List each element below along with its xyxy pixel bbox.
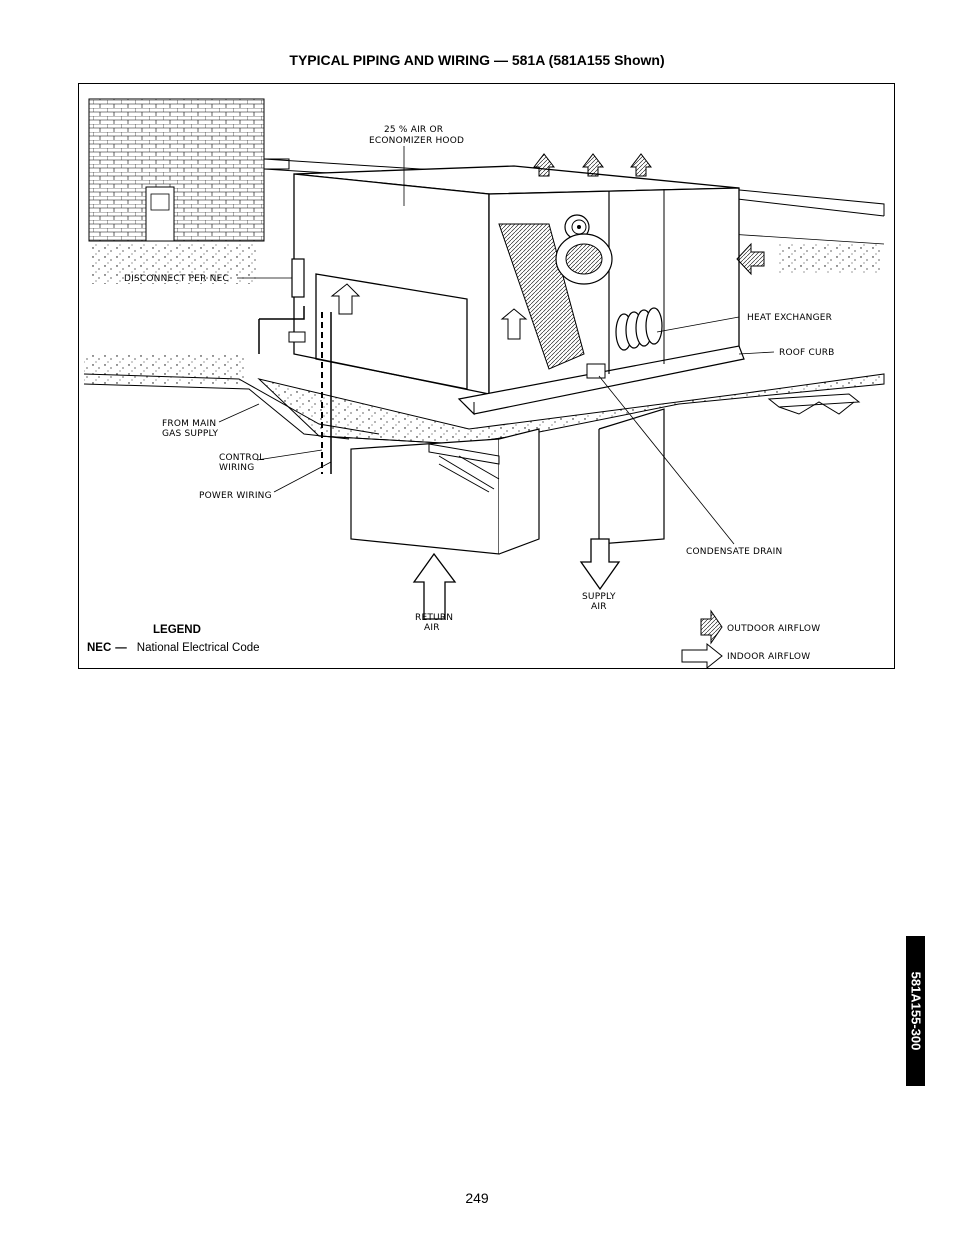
- rooftop-unit: [293, 153, 745, 416]
- legend-abbr: NEC: [87, 642, 112, 654]
- outdoor-air-arrow: [736, 242, 765, 276]
- heat-exchanger-tubes: [615, 307, 663, 351]
- legend-definition: National Electrical Code: [136, 642, 260, 654]
- indoor-airflow-key-icon: [681, 642, 723, 670]
- condensate-drain-label: CONDENSATE DRAIN: [686, 547, 782, 557]
- brick-building: [88, 98, 265, 242]
- roof-background: [83, 158, 885, 440]
- return-air-label-1: RETURN: [415, 613, 453, 623]
- indoor-airflow-label: INDOOR AIRFLOW: [727, 652, 810, 662]
- legend-dash: —: [115, 642, 127, 654]
- disconnect-and-piping: [258, 258, 332, 474]
- side-tab-text: 581A155-300: [908, 971, 923, 1051]
- hood-label-1: 25 % AIR OR: [384, 125, 443, 135]
- gas-supply-label-2: GAS SUPPLY: [162, 429, 218, 439]
- airflow-key: OUTDOOR AIRFLOW INDOOR AIRFLOW: [681, 609, 820, 670]
- piping-wiring-figure: 25 % AIR OR ECONOMIZER HOOD DISCONNECT P…: [78, 83, 895, 670]
- outdoor-airflow-key-icon: [700, 609, 723, 645]
- legend-title: LEGEND: [153, 624, 201, 636]
- unit-illustration: 25 % AIR OR ECONOMIZER HOOD DISCONNECT P…: [83, 98, 885, 670]
- return-air-label-2: AIR: [424, 623, 440, 633]
- figure-title: TYPICAL PIPING AND WIRING — 581A (581A15…: [289, 52, 665, 68]
- gas-supply-label-1: FROM MAIN: [162, 419, 216, 429]
- leader-lines: [218, 146, 775, 545]
- outdoor-airflow-label: OUTDOOR AIRFLOW: [727, 624, 820, 634]
- roof-curb-label: ROOF CURB: [779, 348, 835, 358]
- side-tab: 581A155-300: [906, 936, 925, 1086]
- page-number: 249: [465, 1190, 489, 1206]
- control-wiring-label-1: CONTROL: [219, 453, 264, 463]
- exhaust-arrows: [532, 153, 653, 177]
- return-air-arrow: [412, 552, 457, 620]
- steel-joists: [428, 393, 861, 493]
- supply-air-arrow: [579, 538, 621, 591]
- legend-entry: NEC— National Electrical Code: [87, 642, 260, 654]
- control-wiring-label-2: WIRING: [219, 463, 254, 473]
- disconnect-label: DISCONNECT PER NEC: [124, 274, 229, 284]
- supply-air-label-2: AIR: [591, 602, 607, 612]
- heat-exchanger-label: HEAT EXCHANGER: [747, 313, 832, 323]
- duct-trunks: [350, 408, 665, 555]
- power-wiring-label: POWER WIRING: [199, 491, 272, 501]
- door-window: [150, 193, 170, 211]
- supply-air-label-1: SUPPLY: [582, 592, 616, 602]
- hood-label-2: ECONOMIZER HOOD: [369, 136, 464, 146]
